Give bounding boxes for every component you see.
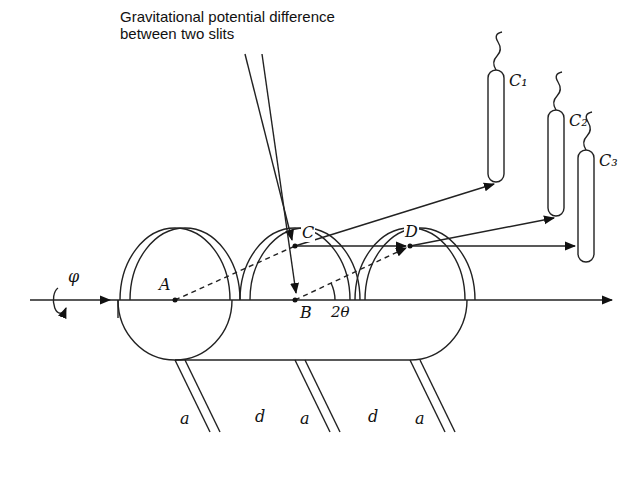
point-label: C [301, 224, 315, 242]
dimension-line [420, 360, 455, 432]
base-right-end [410, 300, 467, 360]
detector-wire [494, 32, 502, 70]
detector-label: C₃ [599, 152, 618, 170]
beam-axis [110, 299, 612, 300]
detector-tube [578, 150, 594, 262]
neutron-beam [175, 246, 295, 300]
neutron-beam [410, 218, 554, 246]
angle-symbol: φ [68, 268, 79, 286]
dimension-line [410, 360, 445, 432]
point-label: D [404, 223, 419, 241]
detector-tube [548, 110, 564, 216]
dimension-line [295, 360, 330, 432]
angle-label: 2θ [330, 304, 351, 321]
neutron-beam [410, 245, 575, 246]
dimension-line [185, 360, 220, 432]
detector-label: C₁ [509, 72, 528, 90]
crystal-blade-back [365, 228, 475, 300]
leader-arrow [262, 54, 296, 293]
beam-point [173, 298, 178, 303]
dimension-line [175, 360, 210, 432]
point-label: A [158, 276, 172, 294]
annotation-note: Gravitational potential difference betwe… [120, 8, 335, 43]
detector-wire [554, 72, 562, 110]
base-end-face [118, 300, 232, 360]
dimension-label: d [368, 408, 378, 426]
dimension-label: a [415, 410, 425, 428]
dimension-label: d [255, 408, 265, 426]
dimension-line [305, 360, 340, 432]
detector-tube [488, 70, 504, 182]
base-bottom-edge [175, 359, 410, 360]
rotation-arrow [53, 288, 66, 313]
neutron-beam [295, 248, 406, 300]
crystal-blade-back [130, 228, 240, 300]
neutron-beam [295, 184, 494, 246]
point-label: B [299, 304, 313, 322]
dimension-label: a [180, 410, 190, 428]
beam-point [293, 298, 298, 303]
base-ledge [117, 300, 118, 318]
neutron-beam [295, 245, 406, 246]
dimension-label: a [300, 410, 310, 428]
beam-point [293, 244, 298, 249]
beam-axis [30, 299, 110, 300]
angle-arc [331, 283, 335, 300]
detector-label: C₂ [569, 112, 588, 130]
beam-point [408, 244, 413, 249]
